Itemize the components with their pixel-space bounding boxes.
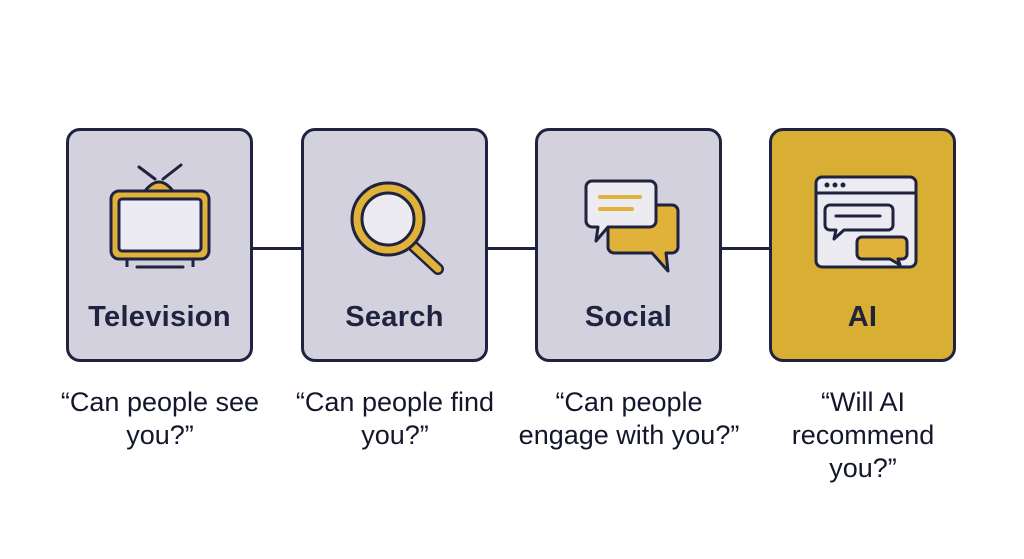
connector-line-2 (488, 247, 537, 250)
chat-bubbles-icon (566, 161, 691, 281)
stage-label: AI (847, 301, 878, 333)
connector-line-1 (253, 247, 302, 250)
stage-caption-search: “Can people find you?” (295, 387, 495, 450)
stage-caption-television: “Can people see you?” (60, 387, 260, 450)
stage-caption-ai: “Will AI recommend you?” (791, 387, 935, 483)
stage-label: Social (584, 301, 673, 333)
stage-card-ai: AI (769, 128, 956, 362)
connector-line-3 (722, 247, 771, 250)
stage-card-social: Social (535, 128, 722, 362)
stage-caption-social: “Can people engage with you?” (518, 387, 740, 450)
ai-chat-window-icon (800, 161, 925, 281)
stage-label: Television (88, 301, 231, 333)
stage-label: Search (345, 301, 444, 333)
stage-card-search: Search (301, 128, 488, 362)
magnifier-icon (332, 161, 457, 281)
stage-card-television: Television (66, 128, 253, 362)
television-icon (97, 161, 222, 281)
